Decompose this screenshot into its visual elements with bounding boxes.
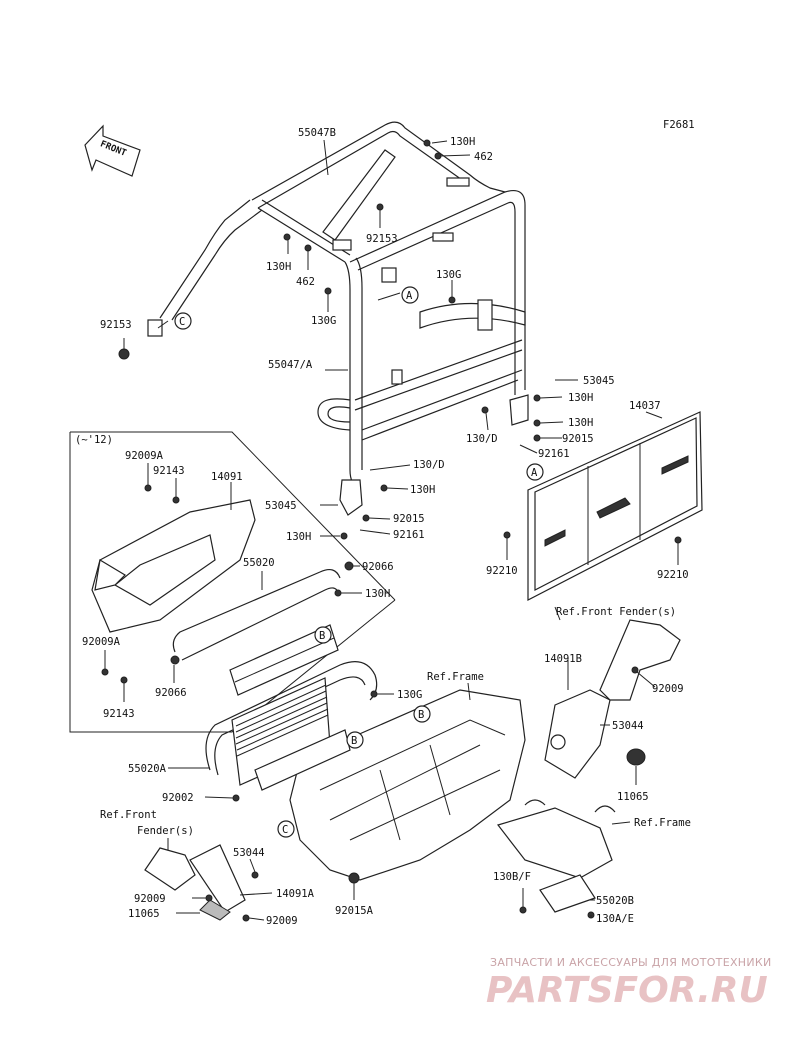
svg-text:A: A bbox=[406, 290, 413, 302]
diagram-code: F2681 bbox=[663, 119, 695, 131]
leader-lines bbox=[104, 139, 679, 921]
label-130H: 130H bbox=[286, 531, 311, 543]
label-ref-frame: Ref.Frame bbox=[427, 671, 484, 683]
label-92009: 92009 bbox=[134, 893, 166, 905]
callout-C-1: C bbox=[174, 312, 192, 330]
inset-border-top bbox=[70, 431, 396, 601]
callout-B-1: B bbox=[314, 626, 332, 644]
label-14037: 14037 bbox=[629, 400, 661, 412]
label-55020: 55020 bbox=[243, 557, 275, 569]
label-130D: 130/D bbox=[413, 459, 445, 471]
label-55020B: 55020B bbox=[596, 895, 634, 907]
callout-B-2: B bbox=[413, 705, 431, 723]
label-130H: 130H bbox=[365, 588, 390, 600]
label-462: 462 bbox=[296, 276, 315, 288]
label-130H: 130H bbox=[410, 484, 435, 496]
label-53044: 53044 bbox=[612, 720, 644, 732]
part-labels: 55047B 130H 462 92153 130H 462 130G 130G… bbox=[82, 127, 691, 927]
label-92210: 92210 bbox=[486, 565, 518, 577]
watermark-site: PARTSFOR.RU bbox=[486, 970, 768, 1011]
label-11065: 11065 bbox=[617, 791, 649, 803]
skid-plate-55020B-illustration bbox=[496, 799, 616, 913]
label-92009: 92009 bbox=[652, 683, 684, 695]
frame-illustration bbox=[289, 689, 526, 881]
label-11065: 11065 bbox=[128, 908, 160, 920]
label-14091B: 14091B bbox=[544, 653, 582, 665]
label-92002: 92002 bbox=[162, 792, 194, 804]
label-130B-F: 130B/F bbox=[493, 871, 531, 883]
label-130H: 130H bbox=[450, 136, 475, 148]
label-92066: 92066 bbox=[362, 561, 394, 573]
label-130G: 130G bbox=[311, 315, 336, 327]
front-arrow-icon: FRONT bbox=[84, 124, 141, 177]
label-53044: 53044 bbox=[233, 847, 265, 859]
label-92210: 92210 bbox=[657, 569, 689, 581]
bumper-55020-illustration bbox=[170, 568, 341, 696]
callout-C-2: C bbox=[277, 820, 295, 838]
roll-cage-illustration bbox=[147, 121, 529, 516]
cargo-net-illustration bbox=[527, 411, 703, 601]
label-92015: 92015 bbox=[562, 433, 594, 445]
label-130H: 130H bbox=[568, 417, 593, 429]
watermark-tagline: ЗАПЧАСТИ И АКСЕССУАРЫ ДЛЯ МОТОТЕХНИКИ bbox=[490, 956, 772, 969]
label-92015A: 92015A bbox=[335, 905, 374, 917]
label-55047A: 55047/A bbox=[268, 359, 313, 371]
label-92009: 92009 bbox=[266, 915, 298, 927]
label-130A-E: 130A/E bbox=[596, 913, 634, 925]
label-92143: 92143 bbox=[103, 708, 135, 720]
label-92153: 92153 bbox=[366, 233, 398, 245]
label-130G: 130G bbox=[436, 269, 461, 281]
guard-14091A-illustration bbox=[144, 844, 246, 921]
svg-text:B: B bbox=[418, 709, 424, 721]
callout-B-3: B bbox=[346, 731, 364, 749]
svg-text:A: A bbox=[531, 467, 538, 479]
label-92161: 92161 bbox=[538, 448, 570, 460]
callout-A-2: A bbox=[526, 463, 544, 481]
label-92009A: 92009A bbox=[82, 636, 121, 648]
label-14091: 14091 bbox=[211, 471, 243, 483]
label-55047B: 55047B bbox=[298, 127, 336, 139]
front-guard-14091-illustration bbox=[91, 499, 256, 633]
svg-text:C: C bbox=[179, 316, 185, 328]
label-53045: 53045 bbox=[265, 500, 297, 512]
label-130G: 130G bbox=[397, 689, 422, 701]
label-ref-frame: Ref.Frame bbox=[634, 817, 691, 829]
label-92009A: 92009A bbox=[125, 450, 164, 462]
front-fender-right-illustration bbox=[599, 619, 681, 701]
svg-text:B: B bbox=[319, 630, 325, 642]
label-55020A: 55020A bbox=[128, 763, 167, 775]
label-130H: 130H bbox=[266, 261, 291, 273]
label-462: 462 bbox=[474, 151, 493, 163]
label-92015: 92015 bbox=[393, 513, 425, 525]
guard-14091B-illustration bbox=[544, 689, 611, 779]
label-92066: 92066 bbox=[155, 687, 187, 699]
label-92161: 92161 bbox=[393, 529, 425, 541]
label-ref-front-fender-right: Ref.Front Fender(s) bbox=[556, 606, 676, 618]
inset-border-bottom bbox=[69, 432, 396, 733]
label-14091A: 14091A bbox=[276, 888, 315, 900]
svg-text:B: B bbox=[351, 735, 357, 747]
label-92153: 92153 bbox=[100, 319, 132, 331]
bumper-55020A-illustration bbox=[205, 661, 378, 791]
label-130D: 130/D bbox=[466, 433, 498, 445]
label-ref-front: Ref.Front bbox=[100, 809, 157, 821]
svg-text:C: C bbox=[282, 824, 288, 836]
label-92143: 92143 bbox=[153, 465, 185, 477]
label-53045: 53045 bbox=[583, 375, 615, 387]
label-fender-s: Fender(s) bbox=[137, 825, 194, 837]
grommet-11065-icon bbox=[626, 748, 646, 766]
label-130H: 130H bbox=[568, 392, 593, 404]
callout-A-1: A bbox=[401, 286, 419, 304]
inset-year-note: (~'12) bbox=[75, 434, 113, 446]
